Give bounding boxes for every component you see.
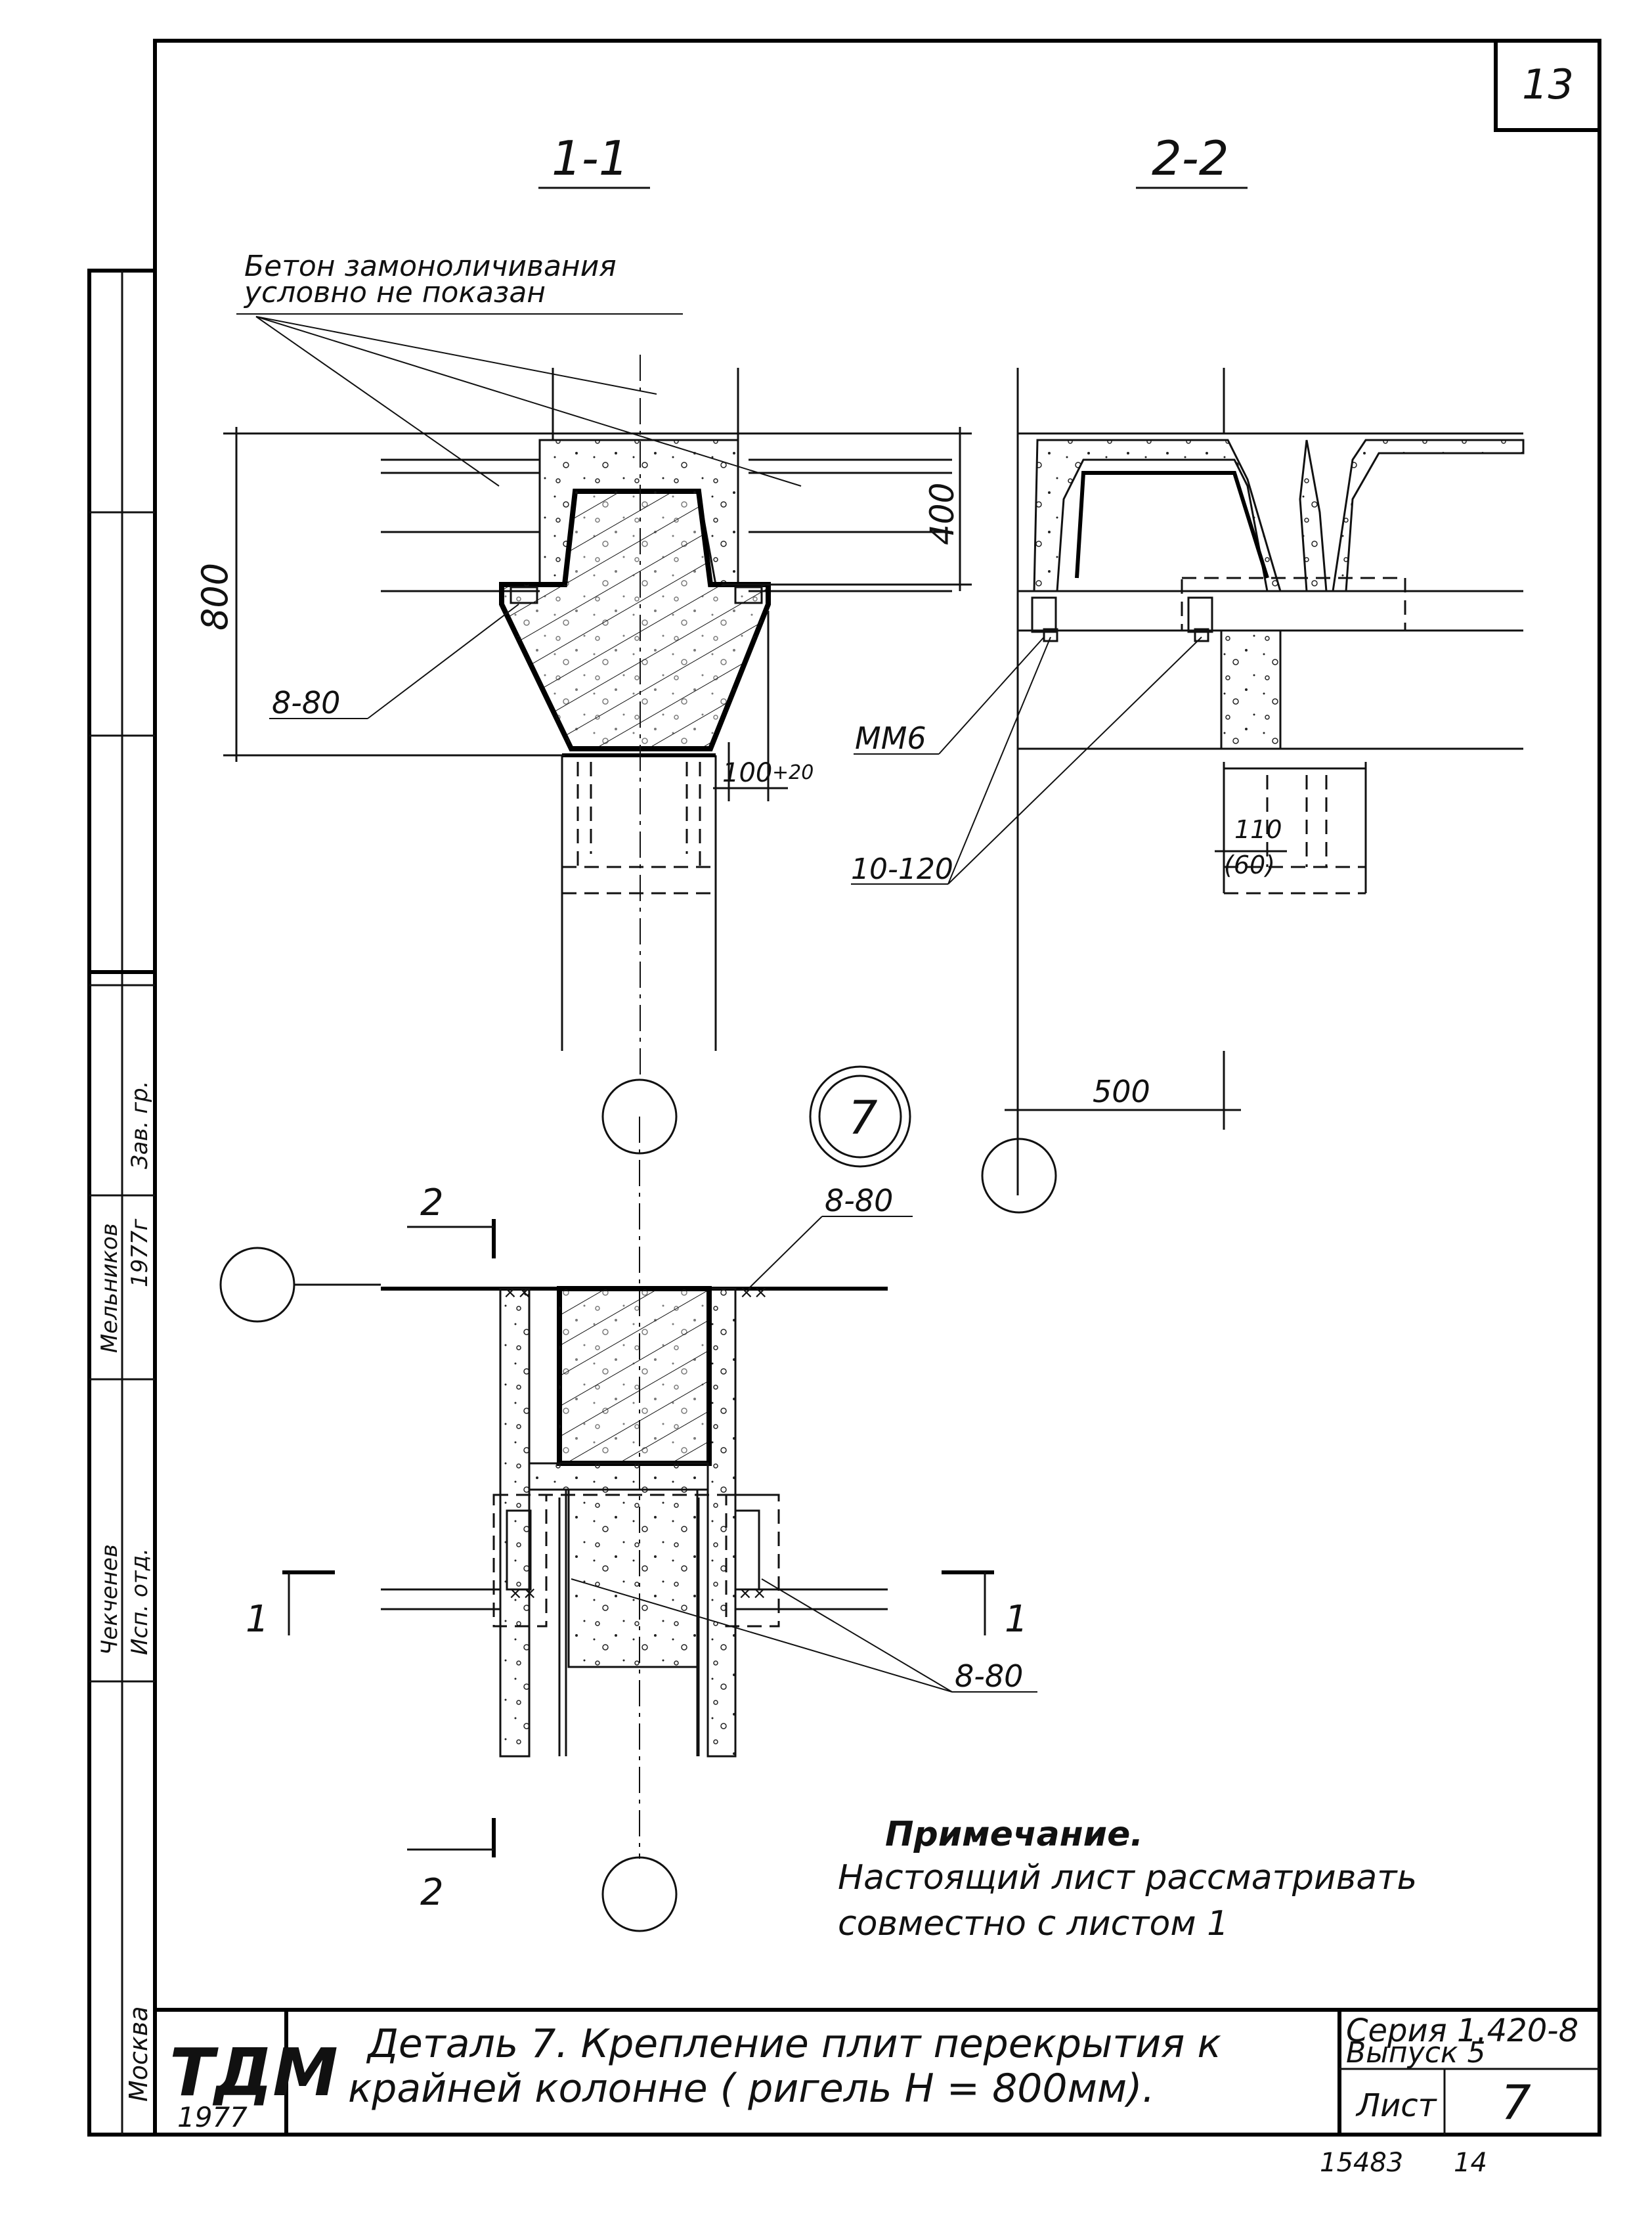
dim-110: 110 bbox=[1234, 815, 1282, 844]
page-number: 13 bbox=[1522, 60, 1574, 108]
detail-bubble-outer bbox=[809, 1065, 911, 1168]
sidebar-role-1: Исп. отд. bbox=[127, 1548, 153, 1655]
sidebar-org: Москва bbox=[124, 2006, 153, 2102]
logo: ТДМ bbox=[169, 2034, 338, 2111]
weld-leader-b2 bbox=[748, 1216, 823, 1289]
title-line-1: Деталь 7. Крепление плит перекрытия к bbox=[366, 2021, 1221, 2067]
dim-100: 100 bbox=[722, 758, 772, 788]
cut-mark-2-top: 2 bbox=[420, 1182, 444, 1224]
section-1-1-label: 1-1 bbox=[552, 131, 629, 186]
svg-text:××: ×× bbox=[503, 1283, 532, 1302]
weld-leader-c2 bbox=[571, 1578, 953, 1693]
plan-view: ×× ×× ×× ×× bbox=[219, 1117, 994, 1932]
part-label-mm6: ММ6 bbox=[855, 721, 926, 756]
sidebar-stamp bbox=[87, 269, 157, 2137]
sidebar-role-2: Зав. гр. bbox=[127, 1080, 153, 1169]
logo-year: 1977 bbox=[177, 2101, 248, 2133]
detail-bubble-inner bbox=[818, 1075, 902, 1159]
dim-20: +20 bbox=[772, 761, 814, 784]
section-1-1-drawing bbox=[381, 355, 952, 1077]
weld-label-8-80-a: 8-80 bbox=[272, 685, 340, 721]
dim-60: (60) bbox=[1224, 851, 1275, 879]
archive-number: 15483 bbox=[1320, 2148, 1403, 2178]
concrete-callout-line1: Бетон замоноличивания bbox=[244, 250, 617, 283]
svg-text:××: ×× bbox=[738, 1584, 767, 1603]
cut-mark-1-right: 1 bbox=[1005, 1598, 1028, 1641]
section-1-1-header: 1-1 bbox=[538, 131, 650, 189]
section-2-2-drawing bbox=[1016, 368, 1525, 1195]
sidebar-year: 1977г bbox=[127, 1218, 153, 1287]
note-line-1: Настоящий лист рассматривать bbox=[838, 1858, 1417, 1897]
section-2-2-label: 2-2 bbox=[1152, 131, 1229, 186]
sheet-frame bbox=[153, 39, 1601, 2137]
sidebar-name-1: Чекченев bbox=[97, 1544, 123, 1655]
section-2-2-header: 2-2 bbox=[1136, 131, 1248, 189]
concrete-callout-line2: условно не показан bbox=[243, 276, 546, 309]
section-1-1-dimensions bbox=[223, 427, 972, 801]
cut-mark-2-bottom: 2 bbox=[420, 1871, 444, 1914]
title-line-2: крайней колонне ( ригель Н = 800мм). bbox=[348, 2066, 1155, 2112]
series-line-2: Выпуск 5 bbox=[1346, 2036, 1485, 2070]
sheet-number: 7 bbox=[1501, 2075, 1531, 2130]
weld-label-8-80-b: 8-80 bbox=[825, 1183, 893, 1218]
weld-10-120-leader3 bbox=[947, 636, 1202, 885]
detail-number: 7 bbox=[848, 1091, 878, 1145]
cut-mark-1-left: 1 bbox=[246, 1598, 269, 1641]
sidebar-name-2: Мельников bbox=[97, 1223, 123, 1353]
series-line-1: Серия 1.420-8 bbox=[1346, 2012, 1578, 2049]
weld-10-120-leader2 bbox=[947, 636, 1051, 885]
mm6-leader2 bbox=[938, 636, 1045, 755]
weld-label-10-120: 10-120 bbox=[851, 853, 953, 886]
note-title: Примечание. bbox=[885, 1815, 1143, 1854]
dim-800: 800 bbox=[194, 563, 236, 631]
section-2-2-dimensions bbox=[1005, 850, 1287, 1130]
svg-text:××: ×× bbox=[508, 1584, 537, 1603]
weld-leader-a2 bbox=[367, 604, 519, 719]
sheet-label: Лист bbox=[1355, 2087, 1438, 2124]
title-block bbox=[155, 2008, 1599, 2135]
archive-sheet: 14 bbox=[1454, 2148, 1487, 2178]
svg-text:××: ×× bbox=[739, 1283, 768, 1302]
note-line-2: совместно с листом 1 bbox=[838, 1904, 1228, 1943]
weld-leader-c3 bbox=[761, 1578, 953, 1693]
dim-400: 400 bbox=[923, 483, 961, 545]
axis-bubble-2-2 bbox=[981, 1138, 1057, 1214]
weld-label-8-80-c: 8-80 bbox=[955, 1658, 1023, 1694]
dim-500: 500 bbox=[1093, 1074, 1150, 1109]
